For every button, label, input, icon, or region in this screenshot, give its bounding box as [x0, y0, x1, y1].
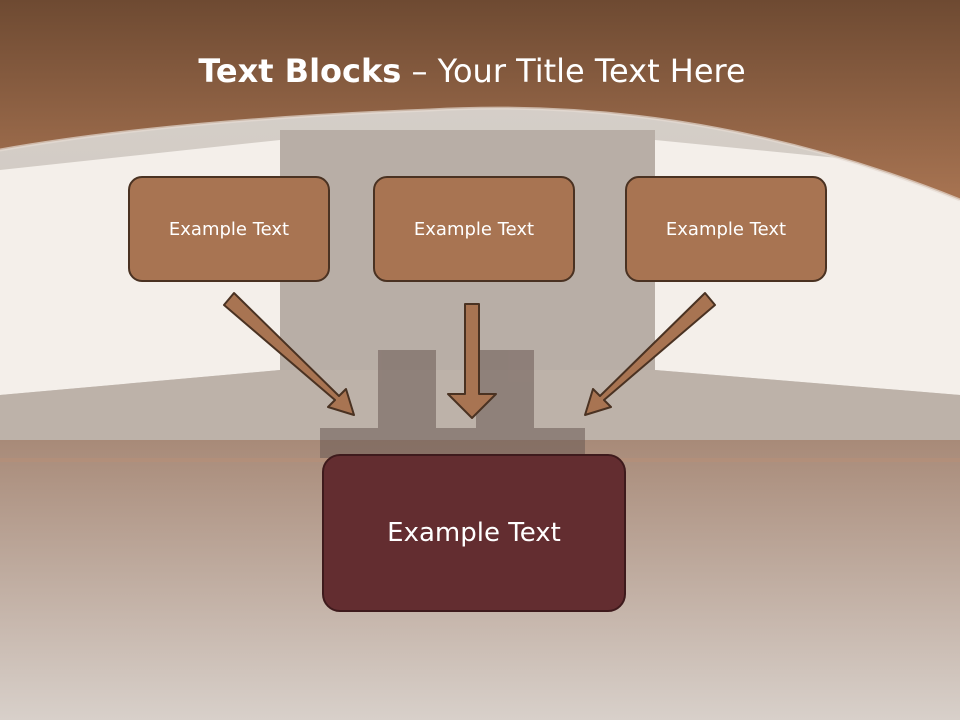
text-block-1[interactable]: Example Text	[128, 176, 330, 282]
title-rest: Your Title Text Here	[437, 52, 746, 90]
text-block-2[interactable]: Example Text	[373, 176, 575, 282]
slide-title: Text Blocks – Your Title Text Here	[0, 52, 944, 90]
target-text-block-label: Example Text	[387, 518, 561, 548]
text-block-2-label: Example Text	[413, 218, 535, 240]
target-text-block[interactable]: Example Text	[322, 454, 626, 612]
title-separator: –	[401, 52, 438, 90]
title-bold-part: Text Blocks	[198, 52, 402, 90]
text-block-3[interactable]: Example Text	[625, 176, 827, 282]
text-block-3-label: Example Text	[665, 218, 787, 240]
text-block-1-label: Example Text	[168, 218, 290, 240]
